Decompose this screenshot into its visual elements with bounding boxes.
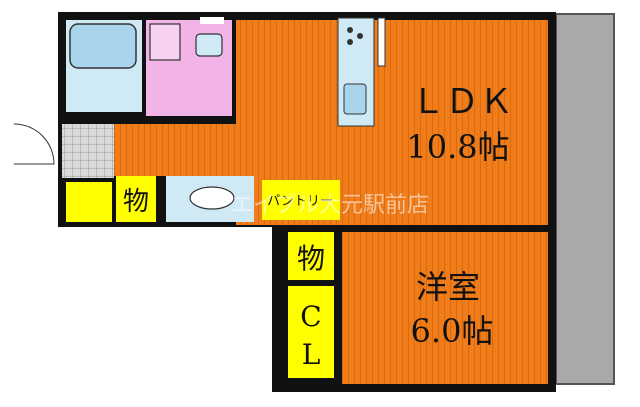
washbasin-icon	[149, 23, 181, 61]
pantry-label: パントリー	[267, 194, 333, 209]
entrance-door-icon	[13, 123, 55, 165]
storage-room	[288, 232, 334, 280]
toilet	[166, 176, 254, 222]
shoe-storage	[66, 182, 112, 222]
western-room-name: 洋室	[416, 268, 480, 306]
washroom	[146, 17, 232, 116]
closet-label-l: L	[302, 338, 321, 371]
watermark: エイブル大元駅前店	[231, 193, 429, 218]
pantry	[262, 180, 340, 220]
western-room-floor	[342, 232, 548, 384]
storage-room-label: 物	[297, 242, 325, 275]
hallway-floor	[114, 124, 264, 176]
bathtub-icon	[69, 23, 137, 69]
entrance	[13, 123, 114, 178]
closet	[288, 286, 334, 378]
stove-icon	[347, 27, 363, 45]
kitchen	[337, 17, 386, 127]
bathroom	[66, 20, 142, 112]
balcony	[555, 13, 615, 385]
ldk-size: 10.8帖	[406, 128, 509, 166]
storage-hall-label: 物	[123, 187, 149, 217]
toilet-icon	[189, 186, 235, 210]
ldk-name: ＬＤＫ	[411, 82, 513, 122]
washing-machine-icon	[195, 33, 223, 57]
storage-hall	[116, 176, 156, 222]
western-room-size: 6.0帖	[411, 312, 494, 350]
closet-label-c: C	[300, 300, 321, 333]
sink-icon	[343, 83, 367, 115]
